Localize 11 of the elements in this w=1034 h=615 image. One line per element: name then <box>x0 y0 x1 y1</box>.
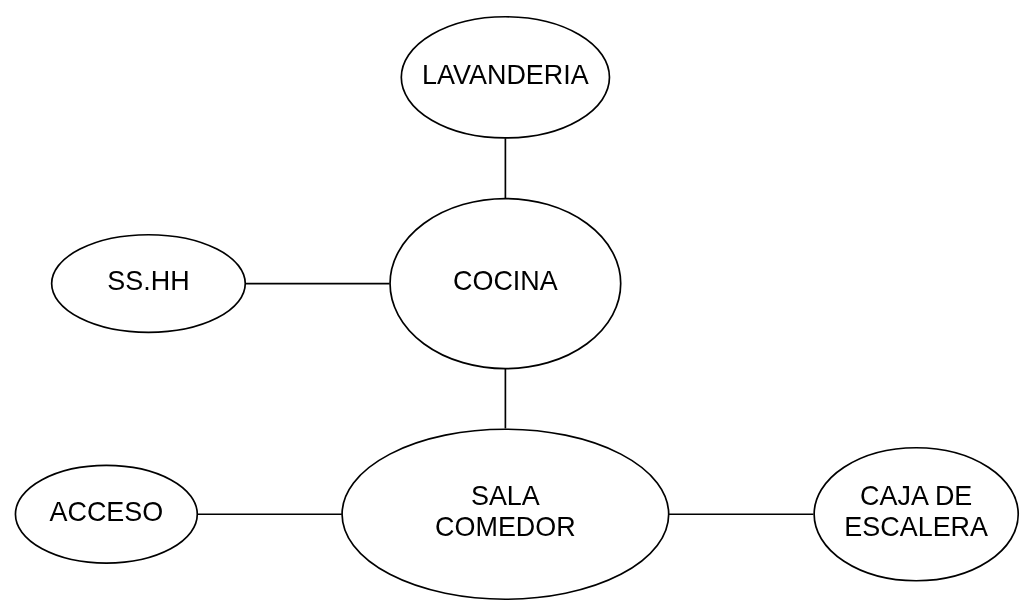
node-ellipse: CAJA DE ESCALERA <box>813 446 1020 582</box>
connector <box>504 367 507 429</box>
connector <box>196 512 343 515</box>
node-ellipse: ACCESO <box>14 464 199 564</box>
connector <box>504 136 507 199</box>
connector <box>668 512 815 515</box>
node-ellipse: COCINA <box>389 197 622 369</box>
connector <box>244 282 391 284</box>
node-ellipse: SS.HH <box>50 233 247 333</box>
node-ellipse: LAVANDERIA <box>400 15 611 139</box>
node-ellipse: SALA COMEDOR <box>341 427 670 600</box>
